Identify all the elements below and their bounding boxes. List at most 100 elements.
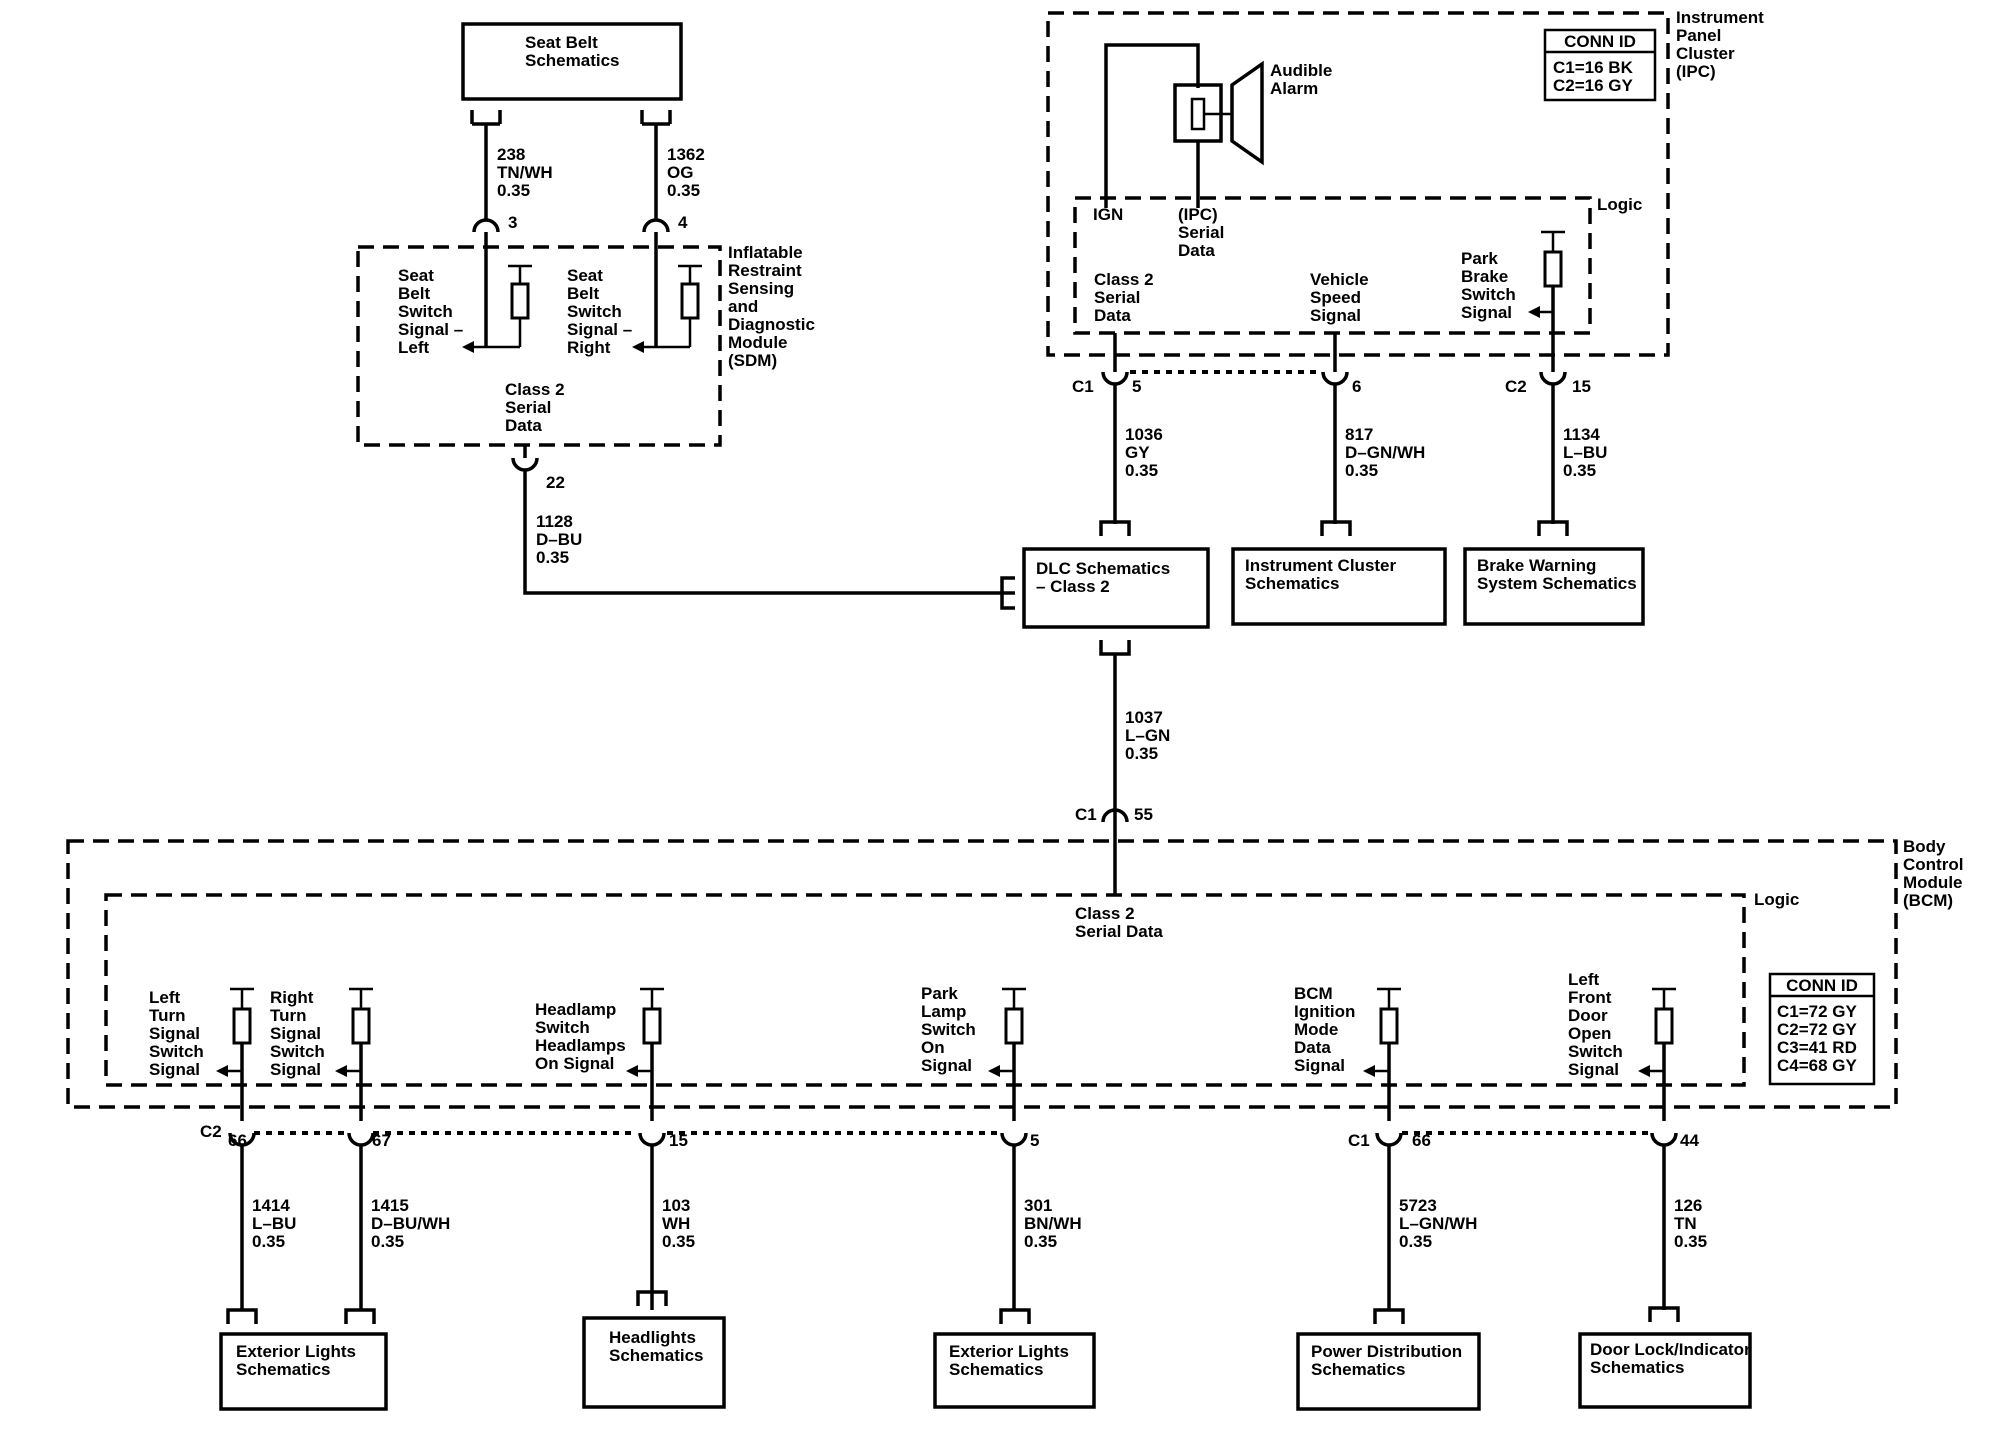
ic-stub [1320, 520, 1352, 536]
dlc-box-label: DLC Schematics– Class 2 [1036, 559, 1170, 596]
ext-lights-left-stub-a [226, 1308, 258, 1324]
seat-belt-schematics-box [461, 22, 683, 101]
bcm-logic-outline [104, 893, 1746, 1087]
bcm-connector-1 [347, 1132, 375, 1147]
bcm-conn-id-title: CONN ID [1786, 976, 1858, 995]
ipc-c2-label: C2 [1505, 377, 1527, 396]
ipc-connector-c1-5 [1101, 371, 1129, 386]
ipc-pin-6: 6 [1352, 377, 1361, 396]
bcm-signal-arrow-0 [216, 1065, 228, 1077]
bcm-signal-arrow-1 [335, 1065, 347, 1077]
bcm-connector-3 [1000, 1132, 1028, 1147]
bcm-resistor-3 [1004, 1007, 1024, 1045]
seat-belt-stub-right [640, 110, 672, 126]
ext-lights-right-stub [999, 1308, 1031, 1324]
ipc-alarm-coil [1190, 97, 1206, 131]
speaker-icon [1230, 60, 1264, 166]
exterior-lights-schematics-box-1 [219, 1332, 388, 1411]
wire-1128 [523, 470, 1015, 595]
bcm-signal-arrow-3 [988, 1065, 1000, 1077]
ipc-module-outline [1046, 11, 1670, 357]
ipc-conn-id-box [1543, 28, 1657, 102]
bcm-resistor-4 [1379, 1007, 1399, 1045]
bcm-resistor-1 [351, 1007, 371, 1045]
bcm-pin-2: 15 [669, 1131, 688, 1150]
dlc-left-stub [1000, 576, 1015, 610]
bcm-conn-id-box [1768, 972, 1876, 1086]
sdm-pin-22: 22 [546, 473, 565, 492]
ipc-logic-outline [1073, 196, 1592, 335]
bcm-pin-5: 44 [1680, 1131, 1699, 1150]
bcm-resistor-0 [232, 1007, 252, 1045]
ipc-connector-c2-15 [1539, 371, 1567, 386]
sdm-connector-pin4 [642, 218, 670, 233]
sdm-pin-4: 4 [678, 213, 688, 232]
bcm-c1-top-label: C1 [1075, 805, 1097, 824]
ipc-pb-resistor [1543, 250, 1563, 288]
bcm-pin-4: 66 [1412, 1131, 1431, 1150]
bcm-signal-arrow-4 [1363, 1065, 1375, 1077]
door-lock-indicator-schematics-box [1578, 1332, 1752, 1409]
bcm-logic-label: Logic [1754, 890, 1799, 909]
ipc-logic-label: Logic [1597, 195, 1642, 214]
bcm-resistor-2 [642, 1007, 662, 1045]
bcm-pin-55: 55 [1134, 805, 1153, 824]
bcm-pin-0: 66 [228, 1131, 247, 1150]
bcm-connector-5 [1650, 1132, 1678, 1147]
brake-warning-schematics-box [1463, 547, 1645, 626]
ipc-connector-c1-6 [1321, 371, 1349, 386]
headlights-schematics-box [582, 1316, 726, 1409]
bcm-connector-2 [638, 1132, 666, 1147]
bcm-connector-4 [1375, 1132, 1403, 1147]
ipc-pin-5: 5 [1132, 377, 1141, 396]
ipc-pb-arrow [1528, 306, 1540, 318]
door-lock-stub [1648, 1306, 1680, 1322]
bcm-pin-3: 5 [1030, 1131, 1039, 1150]
bcm-pin-1: 67 [372, 1131, 391, 1150]
exterior-lights-schematics-box-2 [933, 1332, 1096, 1409]
ipc-pin-15: 15 [1572, 377, 1591, 396]
sdm-connector-pin22 [511, 457, 539, 472]
power-dist-stub [1373, 1308, 1405, 1324]
bcm-connector-c1-55 [1101, 808, 1129, 823]
bcm-c1-label: C1 [1348, 1131, 1370, 1150]
sdm-right-resistor [680, 282, 700, 320]
